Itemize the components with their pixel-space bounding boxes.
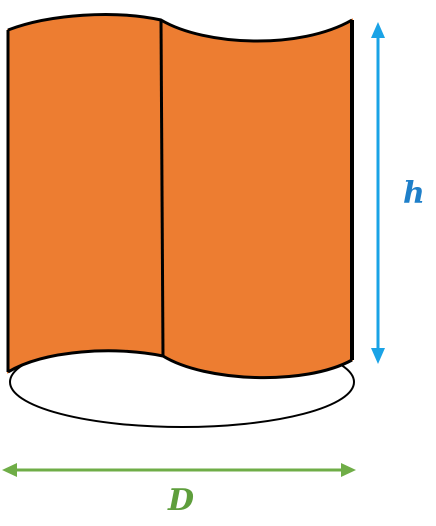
left-sheet-panel [7, 13, 165, 374]
diameter-arrowhead-left [2, 463, 17, 477]
right-sheet-panel [159, 18, 353, 379]
height-arrow [371, 22, 385, 364]
diameter-arrowhead-right [341, 463, 356, 477]
bottom-sheet-curve [7, 349, 353, 380]
diameter-label: D [167, 483, 194, 518]
height-arrowhead-bottom [371, 348, 385, 364]
diameter-arrow [2, 463, 356, 477]
height-arrowhead-top [371, 22, 385, 38]
center-fold-line [159, 19, 165, 357]
height-label: h [403, 176, 425, 211]
top-sheet-curve [7, 13, 353, 43]
